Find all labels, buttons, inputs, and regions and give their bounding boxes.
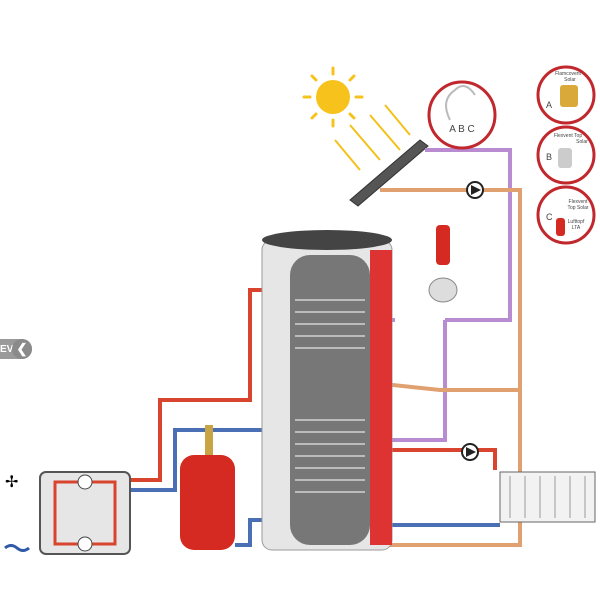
svg-text:Flexvent: Flexvent [569, 199, 589, 205]
svg-text:Solar: Solar [576, 139, 588, 145]
expansion-vessel [180, 425, 235, 550]
vent-callout-circle: A B C [427, 80, 497, 150]
fan-icon: ✢ [5, 474, 18, 491]
detail-circle-a: A Flamcovent Solar [536, 65, 596, 125]
sun-icon [302, 66, 364, 128]
svg-text:Lufttopf: Lufttopf [568, 219, 585, 225]
solar-expansion-vessel [428, 225, 458, 303]
sunray-arrows [334, 104, 411, 171]
svg-text:Flexvent Top: Flexvent Top [554, 133, 582, 139]
prev-label: EV [0, 343, 14, 355]
abc-label: A B C [449, 124, 475, 135]
svg-text:Top Solar: Top Solar [567, 205, 588, 211]
detail-circle-c: C Flexvent Top Solar Lufttopf LTA [536, 185, 596, 245]
solar-collector [349, 139, 429, 207]
water-wave-icon [4, 544, 30, 552]
pump-icon [461, 443, 479, 461]
svg-text:C: C [546, 212, 553, 222]
pump-icon [466, 181, 484, 199]
heat-pump-unit [39, 471, 131, 555]
svg-text:A: A [546, 100, 552, 110]
svg-text:Flamcovent: Flamcovent [555, 71, 581, 77]
chevron-left-icon: ❮ [12, 339, 32, 359]
pipes [130, 148, 522, 547]
prev-button[interactable]: EV ❮ [0, 339, 32, 359]
radiator [499, 471, 596, 523]
svg-text:Solar: Solar [564, 77, 576, 83]
svg-text:B: B [546, 152, 552, 162]
storage-tank [261, 230, 393, 551]
svg-text:LTA: LTA [572, 225, 581, 231]
detail-circle-b: B Flexvent Top Solar [536, 125, 596, 185]
